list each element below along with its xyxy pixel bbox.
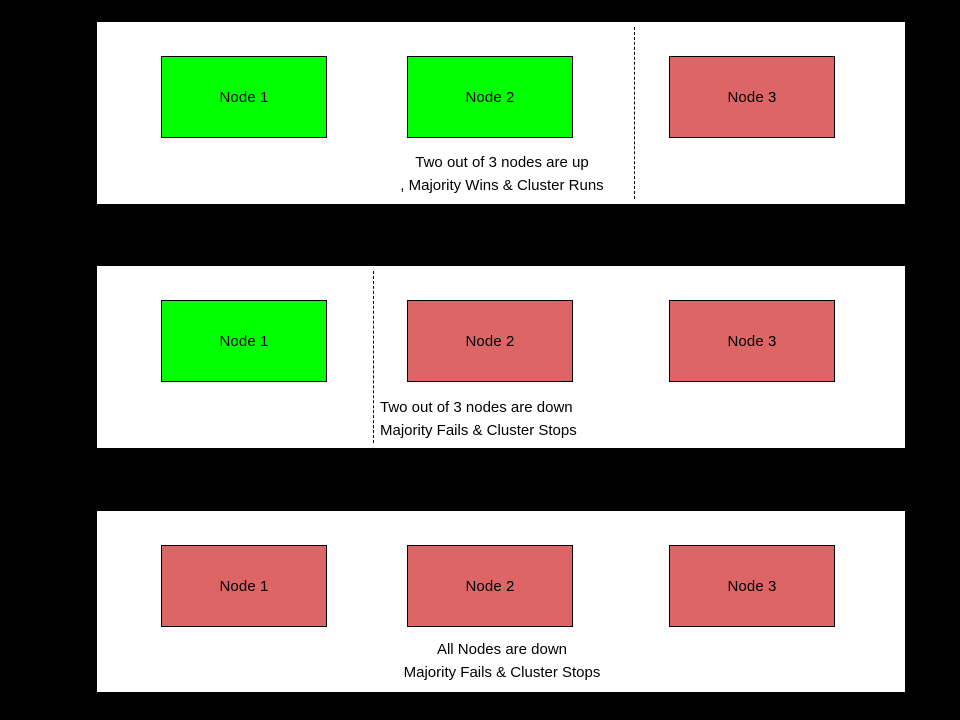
caption-line-secondary: , Majority Wins & Cluster Runs <box>400 177 604 194</box>
node-label: Node 3 <box>727 88 777 106</box>
node-box: Node 1 <box>161 545 327 627</box>
quorum-divider <box>634 27 635 199</box>
node-label: Node 1 <box>219 332 269 350</box>
node-box: Node 1 <box>161 300 327 382</box>
node-label: Node 2 <box>465 332 515 350</box>
node-label: Node 1 <box>219 88 269 106</box>
node-label: Node 3 <box>727 577 777 595</box>
scenario-caption: Two out of 3 nodes are down Majority Fai… <box>380 396 577 442</box>
node-box: Node 1 <box>161 56 327 138</box>
node-label: Node 2 <box>465 577 515 595</box>
node-box: Node 2 <box>407 545 573 627</box>
scenario-caption: All Nodes are down Majority Fails & Clus… <box>97 638 907 684</box>
node-box: Node 3 <box>669 300 835 382</box>
scenario-panel: Node 1 Node 2 Node 3 All Nodes are down … <box>96 510 906 693</box>
node-box: Node 2 <box>407 56 573 138</box>
node-label: Node 1 <box>219 577 269 595</box>
quorum-divider <box>373 271 374 443</box>
caption-line-secondary: Majority Fails & Cluster Stops <box>403 664 601 681</box>
scenario-panel: Node 1 Node 2 Node 3 Two out of 3 nodes … <box>96 265 906 449</box>
node-label: Node 2 <box>465 88 515 106</box>
caption-line-primary: Two out of 3 nodes are up <box>415 154 589 171</box>
caption-line-primary: Two out of 3 nodes are down <box>380 399 573 416</box>
node-box: Node 3 <box>669 545 835 627</box>
caption-line-secondary: Majority Fails & Cluster Stops <box>380 422 577 439</box>
scenario-panel: Node 1 Node 2 Node 3 Two out of 3 nodes … <box>96 21 906 205</box>
node-box: Node 2 <box>407 300 573 382</box>
node-label: Node 3 <box>727 332 777 350</box>
scenario-caption: Two out of 3 nodes are up , Majority Win… <box>97 151 907 197</box>
node-box: Node 3 <box>669 56 835 138</box>
caption-line-primary: All Nodes are down <box>436 641 568 658</box>
